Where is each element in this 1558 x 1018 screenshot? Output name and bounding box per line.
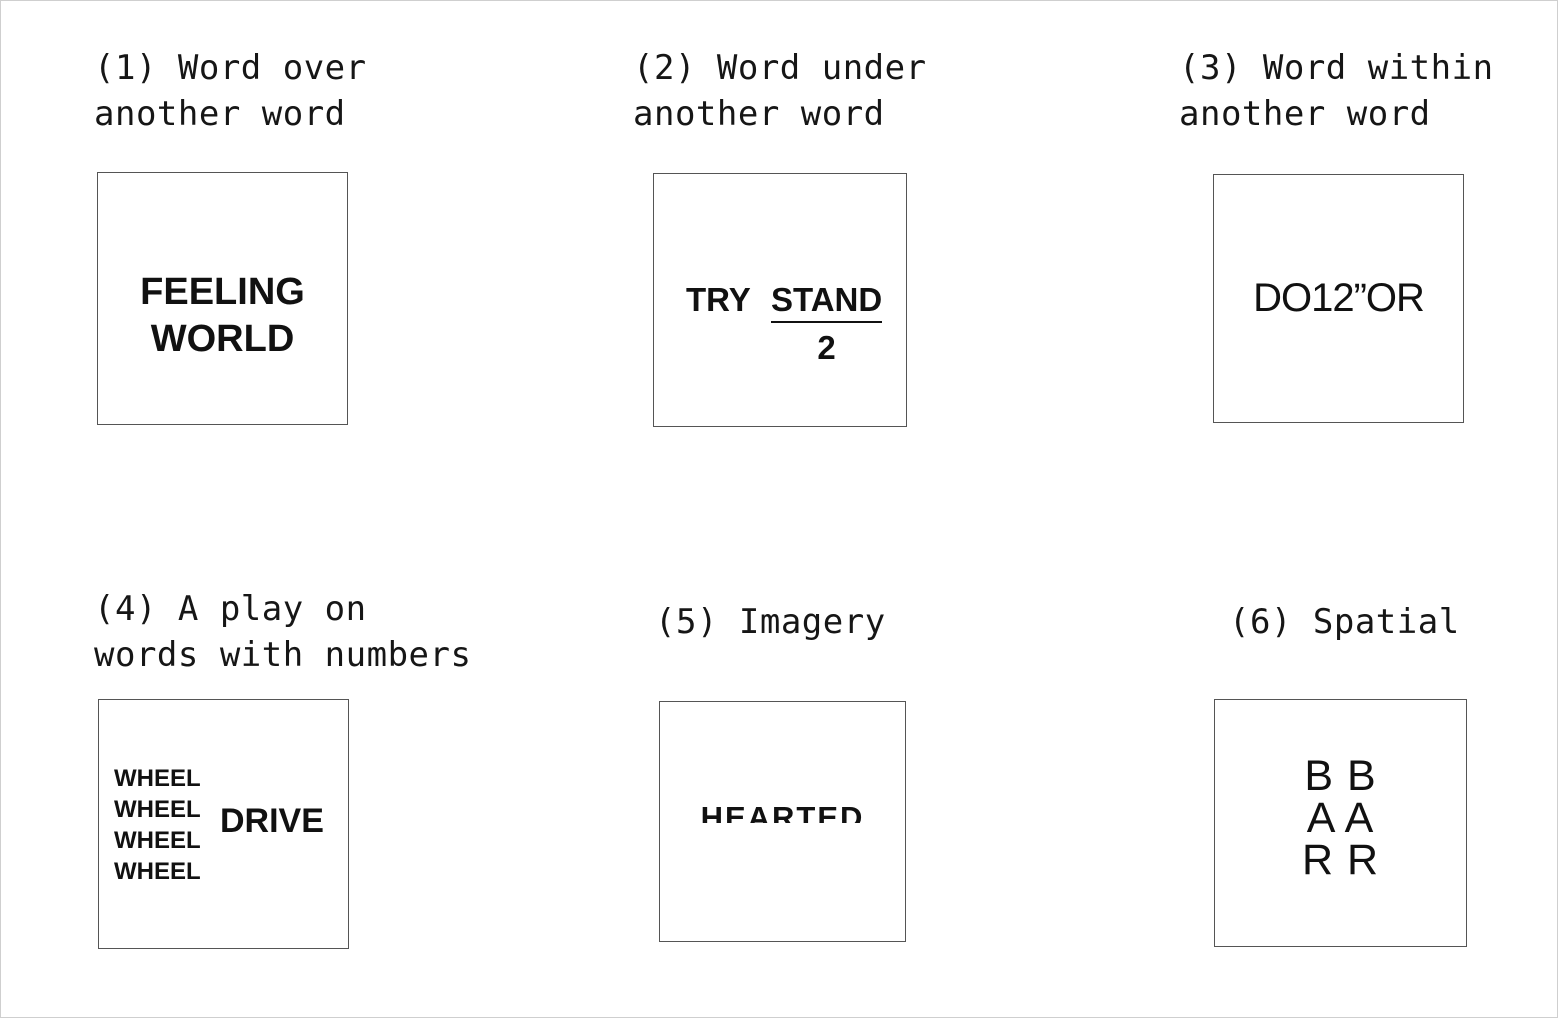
puzzle-feeling-world: FEELING WORLD	[98, 269, 347, 363]
puzzle-word-top: FEELING	[140, 271, 305, 313]
caption-imagery: (5) Imagery	[655, 599, 886, 645]
puzzle-wheel: WHEEL	[114, 827, 201, 854]
puzzle-wheel: WHEEL	[114, 858, 201, 885]
caption-word-over: (1) Word over another word	[94, 45, 367, 137]
caption-line: words with numbers	[94, 635, 472, 675]
puzzle-hearted: HEARTED	[700, 800, 865, 823]
puzzle-denominator: 2	[817, 329, 836, 366]
puzzle-box-play-on-words: WHEEL WHEEL WHEEL WHEEL DRIVE	[98, 699, 349, 949]
puzzle-row: A A	[1306, 794, 1375, 842]
caption-spatial: (6) Spatial	[1229, 599, 1460, 645]
caption-line: (4) A play on	[94, 589, 367, 629]
puzzle-door: DO12”OR	[1253, 276, 1425, 320]
puzzle-box-word-under: TRY STAND 2	[653, 173, 907, 427]
puzzle-drive: DRIVE	[220, 802, 324, 840]
caption-word-within: (3) Word within another word	[1179, 45, 1494, 137]
puzzle-wheel: WHEEL	[114, 796, 201, 823]
puzzle-numerator: STAND	[771, 281, 883, 323]
puzzle-bar-bar: B B A A R R	[1215, 752, 1466, 884]
caption-play-on-words: (4) A play on words with numbers	[94, 586, 471, 678]
caption-line: another word	[633, 94, 885, 134]
puzzle-box-imagery: HEARTED	[659, 701, 906, 942]
puzzle-box-word-within: DO12”OR	[1213, 174, 1464, 423]
caption-line: (5) Imagery	[655, 602, 886, 642]
caption-line: (6) Spatial	[1229, 602, 1460, 642]
puzzle-wheel-stack: WHEEL WHEEL WHEEL WHEEL	[114, 763, 201, 887]
puzzle-row: R R	[1301, 836, 1380, 884]
puzzle-row: B B	[1304, 752, 1377, 800]
puzzle-try: TRY	[686, 281, 751, 318]
caption-line: (1) Word over	[94, 48, 367, 88]
puzzle-fraction: STAND 2	[771, 281, 883, 367]
caption-word-under: (2) Word under another word	[633, 45, 927, 137]
caption-line: (2) Word under	[633, 48, 927, 88]
puzzle-box-word-over: FEELING WORLD	[97, 172, 348, 425]
puzzle-box-spatial: B B A A R R	[1214, 699, 1467, 947]
caption-line: (3) Word within	[1179, 48, 1494, 88]
puzzle-word-bottom: WORLD	[150, 318, 295, 360]
caption-line: another word	[1179, 94, 1431, 134]
caption-line: another word	[94, 94, 346, 134]
puzzle-wheel: WHEEL	[114, 765, 201, 792]
puzzle-half-word: HEARTED	[660, 800, 905, 823]
